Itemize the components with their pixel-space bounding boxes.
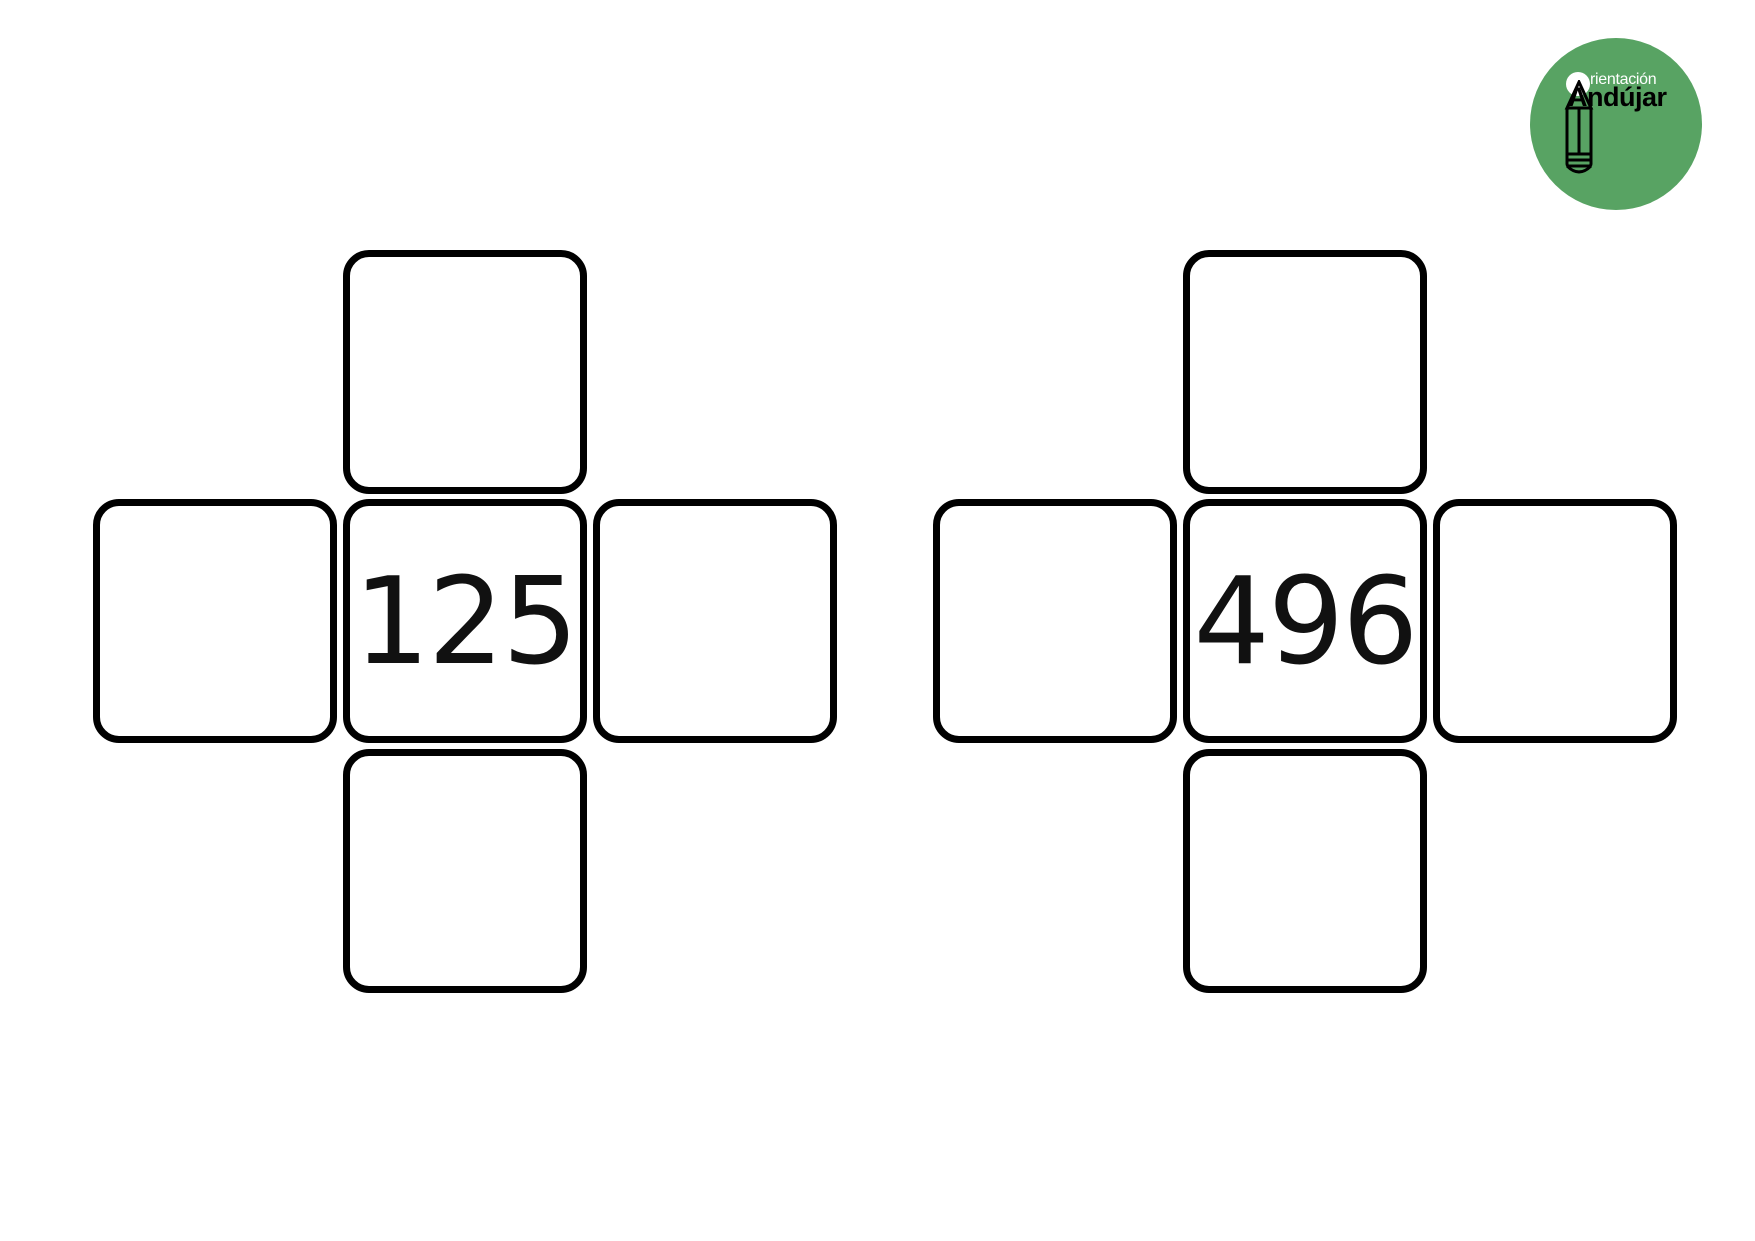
right-answer-box[interactable] <box>1433 499 1677 743</box>
top-answer-box[interactable] <box>343 250 587 494</box>
bottom-answer-box[interactable] <box>343 749 587 993</box>
center-number: 496 <box>1193 553 1418 692</box>
top-answer-box[interactable] <box>1183 250 1427 494</box>
logo-text-small: rientación <box>1590 71 1657 88</box>
left-answer-box[interactable] <box>933 499 1177 743</box>
center-number-box: 496 <box>1183 499 1427 743</box>
bottom-answer-box[interactable] <box>1183 749 1427 993</box>
pencil-icon <box>1564 80 1594 174</box>
center-number: 125 <box>353 553 578 692</box>
orientacion-andujar-logo: rientación Andújar <box>1530 38 1702 210</box>
left-answer-box[interactable] <box>93 499 337 743</box>
right-answer-box[interactable] <box>593 499 837 743</box>
center-number-box: 125 <box>343 499 587 743</box>
